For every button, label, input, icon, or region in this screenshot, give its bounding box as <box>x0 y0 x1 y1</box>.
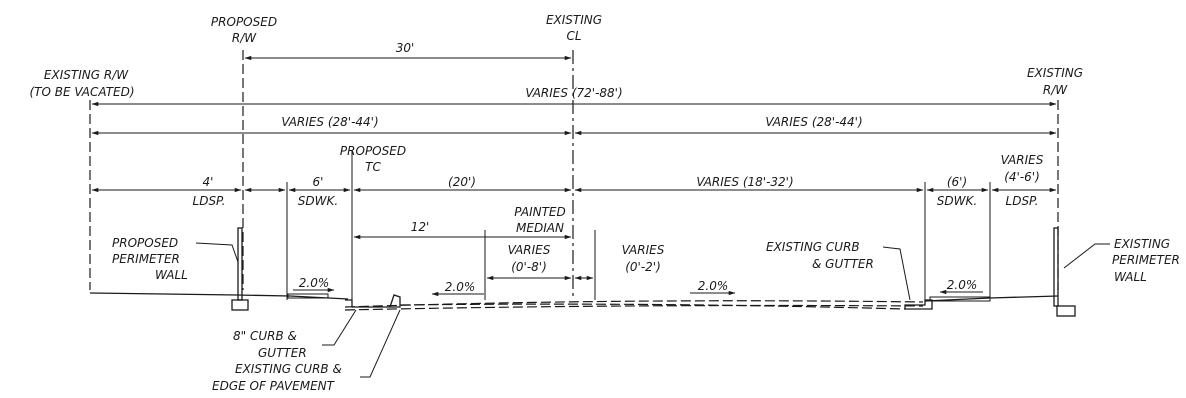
pavement-line <box>399 303 906 310</box>
edge-label: EDGE OF PAVEMENT <box>212 379 336 393</box>
proposed-tc-label: TC <box>365 160 381 174</box>
ldsp-left-dim: 4' <box>203 175 214 189</box>
pavement-line <box>344 304 924 311</box>
proposed-wall-label: PROPOSED <box>112 236 178 250</box>
sdwk-left-dim: 6' <box>313 175 324 189</box>
existing-wall-label: WALL <box>1114 270 1147 284</box>
ldsp-right-label: LDSP. <box>1006 194 1039 208</box>
curb-gutter-right <box>904 299 933 310</box>
varies-0-2-label: (0'-2') <box>625 260 661 274</box>
proposed-wall-label: PERIMETER <box>112 252 180 266</box>
leader-curb8 <box>322 309 357 346</box>
proposed-wall-stem <box>237 227 243 301</box>
existing-cl-label: CL <box>566 29 581 43</box>
existing-rw-left-label: (TO BE VACATED) <box>29 85 134 99</box>
curb8-label: GUTTER <box>258 346 307 360</box>
varies-left-label: VARIES (28'-44') <box>281 115 378 129</box>
proposed-wall-footing <box>231 299 249 311</box>
dim-12-label: 12' <box>411 220 430 234</box>
varies-0-8-label: VARIES <box>508 243 551 257</box>
ldsp-left-label: LDSP. <box>193 194 226 208</box>
sdwk-right-dim: (6') <box>947 175 967 189</box>
slope-label: 2.0% <box>698 279 729 293</box>
sdwk-left-label: SDWK. <box>298 194 338 208</box>
existing-wall-label: EXISTING <box>1114 237 1170 251</box>
existing-cl-label: EXISTING <box>546 13 602 27</box>
painted-median-label: PAINTED <box>514 205 566 219</box>
existing-wall-label: PERIMETER <box>1112 253 1180 267</box>
existing-rw-right-label: R/W <box>1043 83 1068 97</box>
existing-wall-stem <box>1053 227 1059 307</box>
proposed-tc-label: PROPOSED <box>340 144 406 158</box>
sidewalk-slab-right <box>929 296 991 302</box>
slope-label: 2.0% <box>947 278 978 292</box>
sidewalk-slab-left <box>287 293 329 299</box>
varies-4-6-label: (4'-6') <box>1004 170 1040 184</box>
slope-label: 2.0% <box>299 276 330 290</box>
varies-4-6-label: VARIES <box>1001 153 1044 167</box>
varies-0-8-label: (0'-8') <box>511 260 547 274</box>
proposed-rw-label: R/W <box>232 31 257 45</box>
dim-18-32-label: VARIES (18'-32') <box>696 175 793 189</box>
proposed-wall-label: WALL <box>155 268 188 282</box>
painted-median-label: MEDIAN <box>516 221 564 235</box>
proposed-rw-label: PROPOSED <box>211 15 277 29</box>
curb8-label: 8" CURB & <box>233 329 297 343</box>
leader-prop-wall <box>195 242 239 263</box>
leader-edge <box>360 309 401 378</box>
existing-curb-label: EXISTING CURB <box>766 240 860 254</box>
edge-label: EXISTING CURB & <box>235 362 342 376</box>
existing-curb-label: & GUTTER <box>812 257 874 271</box>
dim-20-label: (20') <box>448 175 476 189</box>
varies-0-2-label: VARIES <box>622 243 665 257</box>
existing-wall-footing <box>1056 305 1076 317</box>
leader-exist-curb <box>882 246 911 301</box>
varies-right-label: VARIES (28'-44') <box>765 115 862 129</box>
varies-total-label: VARIES (72'-88') <box>525 86 622 100</box>
leader-exist-wall <box>1063 243 1110 269</box>
existing-rw-right-label: EXISTING <box>1027 66 1083 80</box>
slope-label: 2.0% <box>445 280 476 294</box>
curb-gutter-left <box>345 294 401 308</box>
existing-rw-left-label: EXISTING R/W <box>44 68 129 82</box>
dim-30-label: 30' <box>396 41 415 55</box>
sdwk-right-label: SDWK. <box>937 194 977 208</box>
